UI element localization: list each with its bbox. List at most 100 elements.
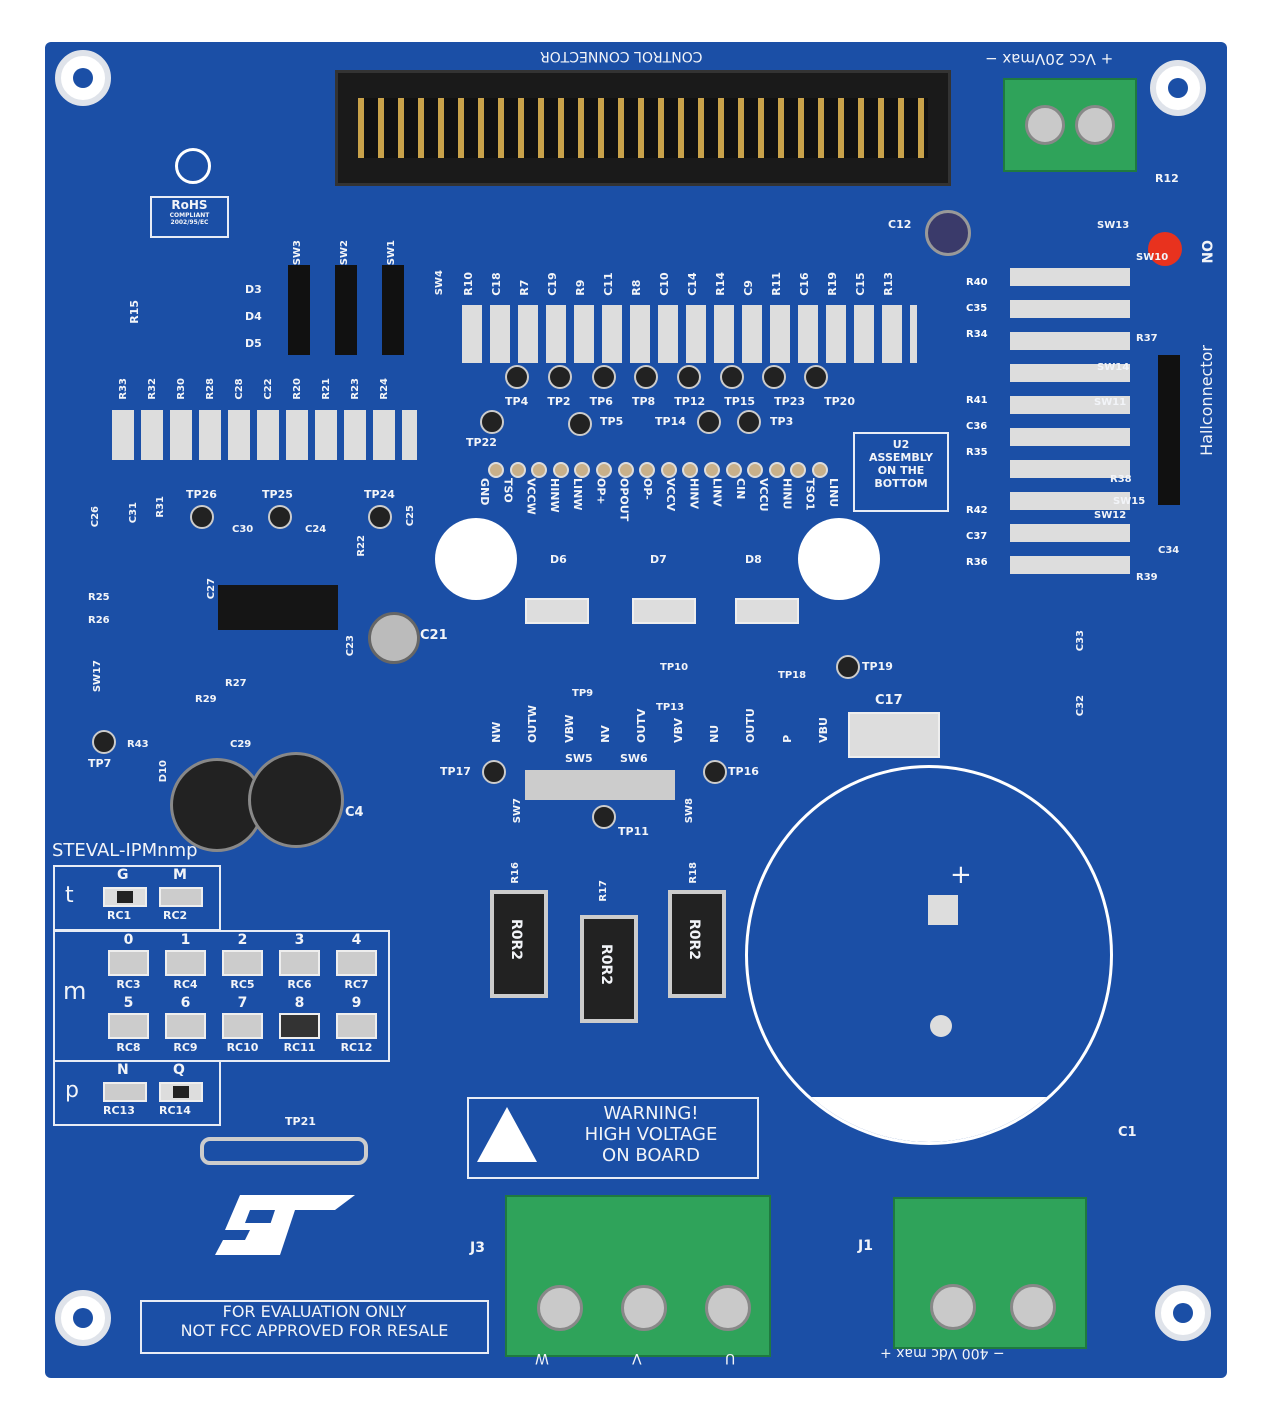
capacitor-c6: [632, 598, 696, 624]
test-point[interactable]: [634, 365, 658, 389]
config-col: 5: [123, 995, 134, 1011]
test-point[interactable]: [697, 410, 721, 434]
shunt-resistor-r17: R0R2: [580, 915, 638, 1023]
ref-label: C18: [490, 272, 503, 296]
phase-labels: W V U: [535, 1350, 735, 1366]
c1-pad: [930, 1015, 952, 1037]
test-point[interactable]: [480, 410, 504, 434]
test-point[interactable]: [505, 365, 529, 389]
solder-bridge[interactable]: [165, 950, 206, 976]
pin-label: VCCU: [757, 478, 771, 512]
tp-label: TP21: [285, 1115, 316, 1128]
solder-bridge[interactable]: [108, 950, 149, 976]
pad: [725, 462, 742, 478]
vcc-label: + Vcc 20Vmax −: [985, 50, 1114, 68]
capacitor-c4: [248, 752, 344, 848]
pin-label: HINV: [687, 478, 701, 510]
ref-label: SW13: [1097, 220, 1130, 231]
config-col: 1: [180, 932, 191, 948]
jumper-sw2[interactable]: [335, 265, 357, 355]
solder-bridge[interactable]: [222, 950, 263, 976]
led-label: ON: [1198, 240, 1214, 264]
solder-bridge-rc14[interactable]: [159, 1082, 203, 1102]
hall-connector-header[interactable]: [1158, 355, 1180, 505]
test-point[interactable]: [190, 505, 214, 529]
test-point-tp21[interactable]: [200, 1137, 368, 1165]
dc-bus-terminal-j1[interactable]: [893, 1197, 1087, 1349]
tp-label: TP24: [364, 488, 395, 501]
config-m-section: m: [53, 930, 390, 1062]
ref-label: SW10: [1136, 252, 1169, 263]
rohs-line1: COMPLIANT: [169, 212, 210, 219]
pin-labels: GND TSO VCCW HINW LINW OP+ OPOUT OP- VCC…: [478, 478, 840, 521]
test-point[interactable]: [592, 805, 616, 829]
phase-label: U: [724, 1350, 735, 1366]
test-point[interactable]: [592, 365, 616, 389]
vcc-terminal-block[interactable]: [1003, 78, 1137, 172]
ref-label: R25: [88, 592, 110, 603]
pad: [509, 462, 526, 478]
pin-label: P: [780, 734, 794, 743]
solder-bridge[interactable]: [279, 950, 320, 976]
solder-bridge-rc2[interactable]: [159, 887, 203, 907]
ref-label: R7: [518, 279, 531, 296]
pin-label: TSO1: [803, 478, 817, 511]
solder-bridge[interactable]: [222, 1013, 263, 1039]
solder-bridge[interactable]: [108, 1013, 149, 1039]
pin-label: OP-: [640, 478, 654, 500]
ref-label: R38: [1110, 474, 1132, 485]
tp-label: TP13: [656, 702, 685, 713]
test-point[interactable]: [92, 730, 116, 754]
solder-bridge[interactable]: [165, 1013, 206, 1039]
test-point[interactable]: [548, 365, 572, 389]
ref-label: R29: [195, 694, 217, 705]
ref-label: C9: [742, 280, 755, 296]
config-m-grid: 0 1 2 3 4 RC3 RC4 RC5 RC6 RC7 5 6 7 8 9 …: [100, 932, 385, 1054]
control-connector[interactable]: [335, 70, 951, 186]
pad: [531, 462, 548, 478]
test-point[interactable]: [568, 412, 592, 436]
recycle-logo-icon: [175, 148, 211, 184]
test-point[interactable]: [720, 365, 744, 389]
ref-label: R8: [630, 279, 643, 296]
test-point[interactable]: [482, 760, 506, 784]
ref-label: C36: [966, 421, 988, 432]
pin-label: OUTU: [744, 708, 758, 743]
solder-bridge-rc1[interactable]: [103, 887, 147, 907]
solder-bridge-rc13[interactable]: [103, 1082, 147, 1102]
warning-box: WARNING! HIGH VOLTAGE ON BOARD: [467, 1097, 759, 1179]
ref-label: R12: [1155, 172, 1179, 185]
jumper-sw1[interactable]: [382, 265, 404, 355]
test-point[interactable]: [677, 365, 701, 389]
solder-bridge[interactable]: [279, 1013, 320, 1039]
config-ref: RC3: [116, 978, 141, 991]
pin-label: OUTV: [635, 708, 649, 743]
test-point[interactable]: [268, 505, 292, 529]
test-point[interactable]: [703, 760, 727, 784]
right-refs: R40 C35 R34 R41 C36 R35 R42 C37 R36: [966, 270, 988, 576]
test-point[interactable]: [368, 505, 392, 529]
note-line: FOR EVALUATION ONLY: [222, 1302, 407, 1321]
config-t-section: t G M RC1 RC2: [53, 865, 221, 931]
ref-label: R19: [826, 272, 839, 296]
config-ref: RC2: [163, 909, 188, 922]
ref-label: C14: [686, 272, 699, 296]
screw-icon: [1025, 105, 1065, 145]
solder-bridge[interactable]: [336, 950, 377, 976]
test-point[interactable]: [762, 365, 786, 389]
config-col: 9: [351, 995, 362, 1011]
rohs-line2: 2002/95/EC: [170, 219, 209, 226]
ref-label: SW11: [1094, 397, 1127, 408]
jumper-sw3[interactable]: [288, 265, 310, 355]
pad: [682, 462, 699, 478]
solder-jumpers-sw5-sw8[interactable]: [525, 770, 675, 800]
tp-label: TP12: [674, 395, 706, 408]
ref-label: SW15: [1113, 496, 1146, 507]
solder-bridge[interactable]: [336, 1013, 377, 1039]
test-point[interactable]: [804, 365, 828, 389]
screw-icon: [930, 1284, 976, 1330]
motor-phase-terminal-j3[interactable]: [505, 1195, 771, 1357]
pin-label: OPOUT: [617, 478, 631, 522]
test-point[interactable]: [836, 655, 860, 679]
test-point[interactable]: [737, 410, 761, 434]
